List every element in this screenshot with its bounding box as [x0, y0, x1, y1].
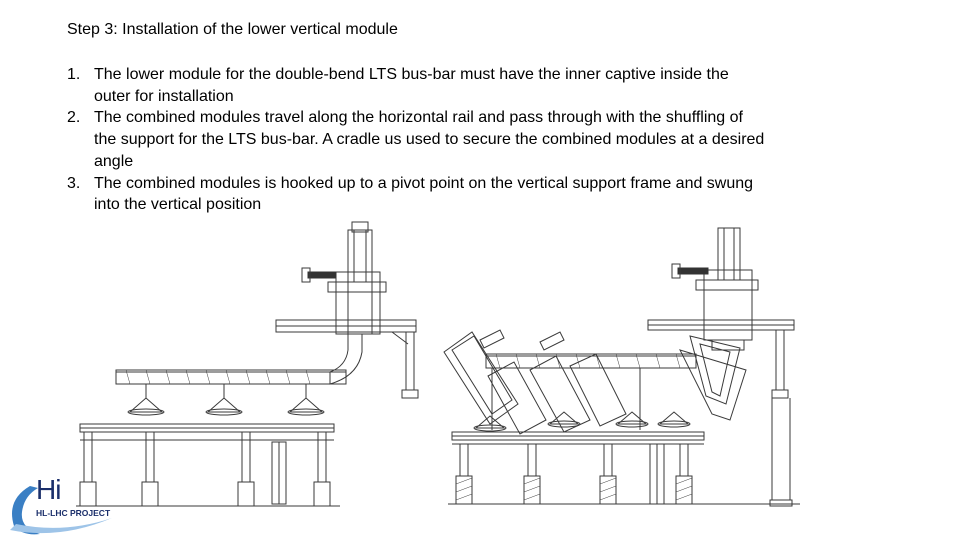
list-item: 3. The combined modules is hooked up to … [67, 173, 767, 216]
slide-title: Step 3: Installation of the lower vertic… [67, 21, 398, 38]
list-item: 1. The lower module for the double-bend … [67, 64, 767, 107]
right-assembly [443, 227, 800, 507]
logo-subtitle: HL-LHC PROJECT [36, 508, 111, 518]
list-text: The combined modules is hooked up to a p… [94, 174, 754, 214]
bullet-list: 1. The lower module for the double-bend … [67, 64, 767, 216]
hatch-pattern [455, 477, 693, 501]
table-legs [79, 431, 331, 507]
table-legs [455, 443, 693, 505]
left-assembly [76, 221, 419, 507]
hatch-pattern [125, 369, 311, 385]
list-item: 2. The combined modules travel along the… [67, 107, 767, 172]
list-number: 3. [67, 174, 81, 192]
list-number: 2. [67, 109, 81, 127]
cradle-supports [473, 411, 691, 432]
cradle-supports [127, 384, 325, 416]
list-text: The combined modules travel along the ho… [94, 109, 765, 170]
tilted-modules [443, 329, 627, 435]
hl-lhc-logo: Hi HL-LHC PROJECT [0, 474, 140, 540]
logo-text: Hi [36, 474, 61, 505]
list-text: The lower module for the double-bend LTS… [94, 66, 729, 105]
logo-swoosh-icon [10, 486, 112, 535]
swung-module [679, 335, 747, 421]
list-number: 1. [67, 66, 81, 83]
